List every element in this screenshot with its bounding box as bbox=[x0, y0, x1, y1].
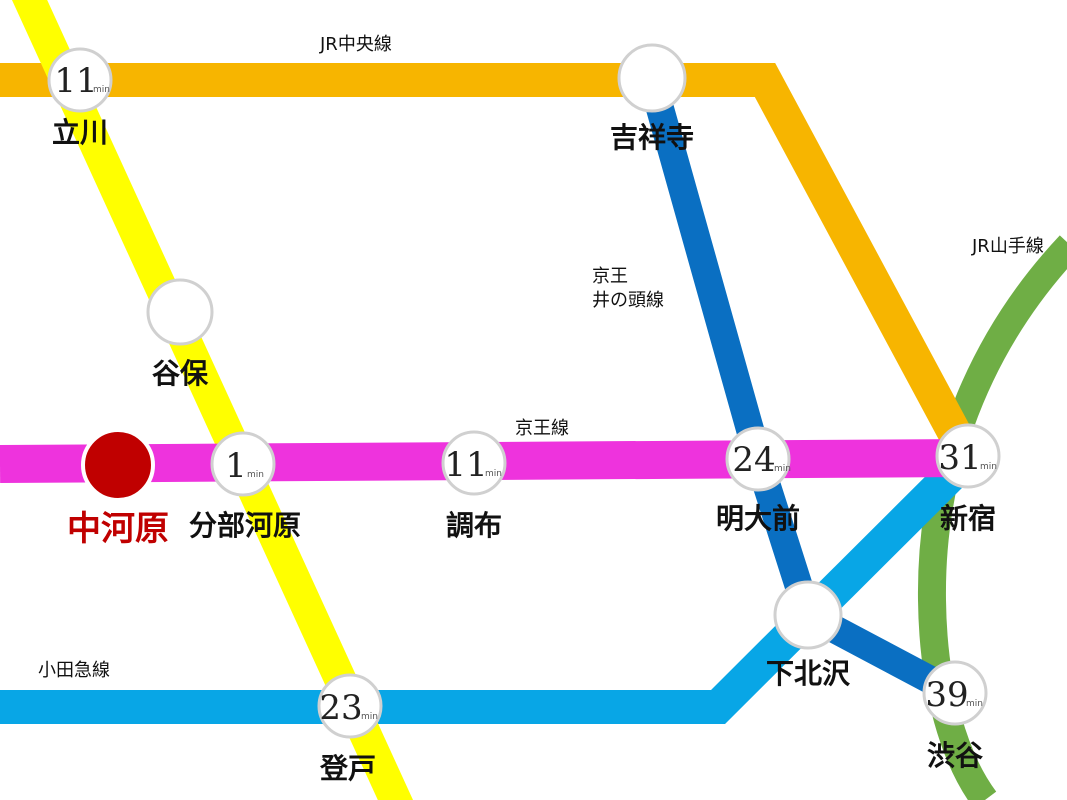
time-unit: min bbox=[485, 469, 502, 479]
station-marker bbox=[773, 580, 843, 650]
travel-time: 39 bbox=[925, 675, 968, 715]
station-name: 谷保 bbox=[152, 357, 209, 390]
station-marker bbox=[725, 426, 791, 492]
chuo-line-label: JR中央線 bbox=[319, 34, 392, 55]
station-shimokitazawa[interactable]: 下北沢 bbox=[766, 580, 851, 690]
station-tachikawa[interactable]: 11 min 立川 bbox=[47, 47, 113, 149]
station-marker bbox=[441, 430, 507, 496]
station-name-origin: 中河原 bbox=[67, 509, 169, 549]
inokashira-line-label-2: 井の頭線 bbox=[592, 290, 664, 311]
origin-marker bbox=[81, 428, 155, 502]
station-marker bbox=[146, 278, 214, 346]
station-name: 明大前 bbox=[716, 502, 800, 535]
station-marker bbox=[935, 423, 1001, 489]
odakyu-line bbox=[0, 445, 980, 724]
station-name: 下北沢 bbox=[766, 657, 851, 690]
station-name: 登戸 bbox=[319, 752, 376, 785]
station-marker bbox=[617, 43, 687, 113]
odakyu-line-label: 小田急線 bbox=[38, 660, 110, 681]
station-chofu[interactable]: 11 min 調布 bbox=[441, 430, 507, 542]
travel-time: 24 bbox=[732, 440, 775, 480]
station-marker bbox=[210, 431, 276, 497]
station-kichijoji[interactable]: 吉祥寺 bbox=[610, 43, 694, 154]
station-noborito[interactable]: 23 min 登戸 bbox=[317, 673, 383, 785]
time-unit: min bbox=[966, 699, 983, 709]
station-name: 立川 bbox=[52, 116, 108, 149]
inokashira-line-label-1: 京王 bbox=[592, 266, 628, 287]
travel-time: 23 bbox=[319, 688, 362, 728]
station-name: 吉祥寺 bbox=[610, 121, 694, 154]
nambu-line bbox=[11, 0, 414, 800]
station-name: 新宿 bbox=[940, 502, 996, 535]
station-shibuya[interactable]: 39 min 渋谷 bbox=[922, 660, 988, 772]
time-unit: min bbox=[774, 464, 791, 474]
time-unit: min bbox=[247, 470, 264, 480]
travel-time: 31 bbox=[938, 438, 981, 478]
time-unit: min bbox=[93, 85, 110, 95]
time-unit: min bbox=[361, 712, 378, 722]
station-marker bbox=[922, 660, 988, 726]
travel-time: 11 bbox=[54, 61, 97, 101]
station-bubaigawara[interactable]: 1 min 分部河原 bbox=[189, 431, 301, 542]
travel-time: 1 bbox=[225, 446, 247, 486]
station-nakagawara[interactable]: 中河原 bbox=[67, 428, 169, 549]
chuo-line bbox=[0, 63, 983, 467]
station-name: 分部河原 bbox=[189, 509, 301, 542]
station-yaho[interactable]: 谷保 bbox=[146, 278, 214, 390]
inokashira-line bbox=[638, 76, 962, 706]
time-unit: min bbox=[980, 462, 997, 472]
yamanote-line bbox=[917, 235, 1067, 800]
station-marker bbox=[47, 47, 113, 113]
station-marker bbox=[317, 673, 383, 739]
travel-time: 11 bbox=[444, 445, 487, 485]
station-meidaimae[interactable]: 24 min 明大前 bbox=[716, 426, 800, 535]
keio-line-label: 京王線 bbox=[515, 418, 569, 439]
station-name: 渋谷 bbox=[927, 739, 984, 772]
yamanote-line-label: JR山手線 bbox=[971, 236, 1044, 257]
station-shinjuku[interactable]: 31 min 新宿 bbox=[935, 423, 1001, 535]
station-name: 調布 bbox=[446, 509, 502, 542]
